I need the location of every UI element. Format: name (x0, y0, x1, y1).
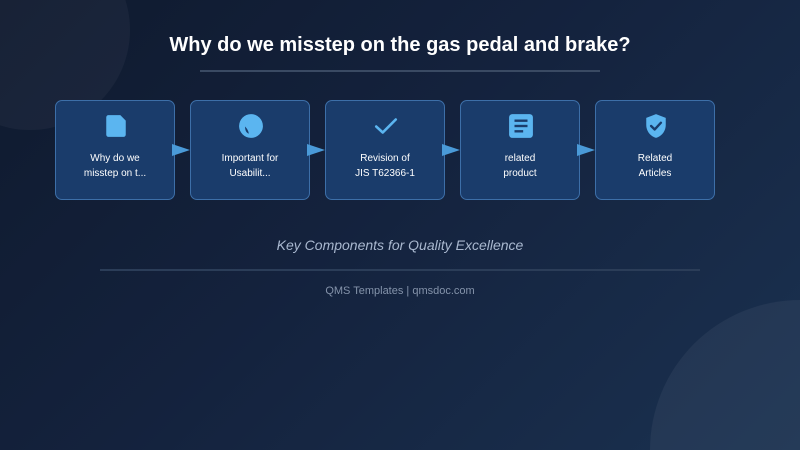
step-label: Revision of JIS T62366-1 (355, 153, 415, 179)
page-title: Why do we misstep on the gas pedal and b… (169, 34, 631, 56)
subtitle: Key Components for Quality Excellence (276, 237, 524, 253)
arrow-right-icon (442, 144, 460, 156)
globe-leaf-icon (239, 114, 263, 138)
footer-credit: QMS Templates | qmsdoc.com (325, 285, 475, 297)
document-icon (106, 115, 126, 137)
flow-step-1[interactable]: Why do we misstep on t... (55, 100, 175, 200)
arrow-right-icon (577, 144, 595, 156)
step-label: Why do we misstep on t... (83, 153, 147, 179)
flow-step-4[interactable]: related product (460, 100, 580, 200)
arrow-right-icon (307, 144, 325, 156)
footer-divider (100, 269, 700, 271)
flow-step-2[interactable]: Important for Usabilit... (190, 100, 310, 200)
decorative-circle-bottom-right (650, 300, 800, 450)
title-divider (200, 70, 600, 72)
shield-check-icon (646, 114, 666, 138)
process-flow: Why do we misstep on t... Important for … (55, 100, 745, 200)
flow-step-5[interactable]: Related Articles (595, 100, 715, 200)
arrow-right-icon (172, 144, 190, 156)
step-label: Important for Usabilit... (221, 153, 279, 179)
checkmark-icon (374, 118, 398, 134)
flow-step-3[interactable]: Revision of JIS T62366-1 (325, 100, 445, 200)
step-label: related product (503, 153, 537, 179)
article-icon (509, 114, 533, 138)
step-label: Related Articles (637, 153, 673, 179)
